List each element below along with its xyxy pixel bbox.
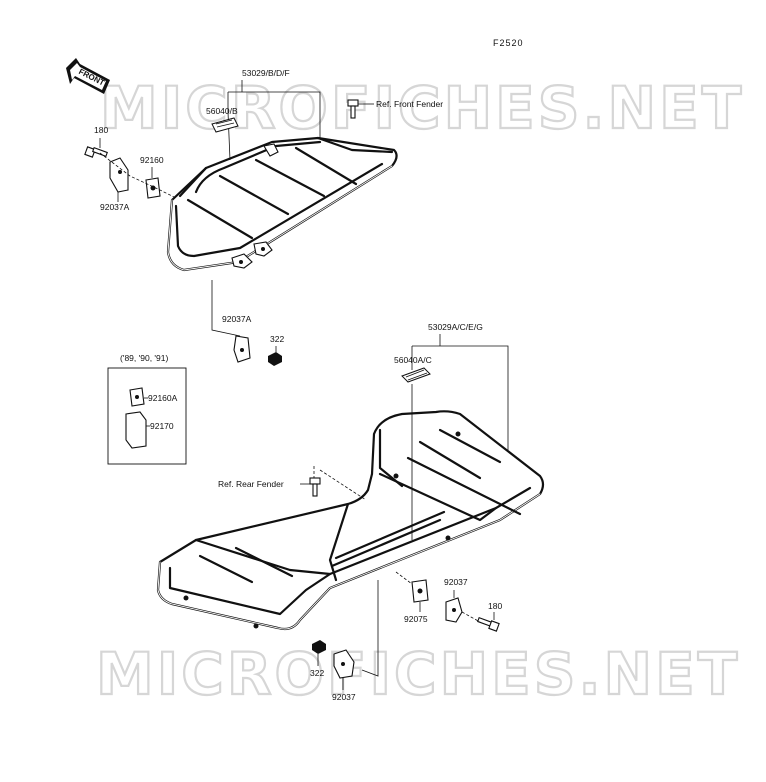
label-ref-rear-fender: Ref. Rear Fender	[218, 479, 284, 489]
label-ref-front-fender: Ref. Front Fender	[376, 99, 443, 109]
label-front-carrier: 53029/B/D/F	[242, 68, 290, 78]
label-rear-damper: 92075	[404, 614, 428, 624]
label-box-damper: 92160A	[148, 393, 178, 403]
label-front-damper: 92160	[140, 155, 164, 165]
front-bracket-bottom	[233, 335, 251, 363]
rear-pad	[401, 367, 431, 383]
label-front-bolt: 180	[94, 125, 108, 135]
label-rear-bracket-right: 92037	[444, 577, 468, 587]
rear-damper	[411, 579, 429, 603]
label-front-pad: 56040/B	[206, 106, 238, 116]
front-bolt-icon	[84, 146, 108, 158]
front-pad	[211, 117, 239, 133]
rear-carrier	[156, 410, 545, 631]
figure-code: F2520	[493, 38, 524, 48]
rear-fender-bolt-icon	[309, 477, 321, 497]
front-carrier	[166, 136, 398, 272]
label-front-bracket-left: 92037A	[100, 202, 130, 212]
label-rear-pad: 56040A/C	[394, 355, 432, 365]
watermark-bottom: MICROFICHES.NET	[96, 640, 740, 708]
label-rear-bolt: 180	[488, 601, 502, 611]
box-bracket	[125, 411, 147, 449]
label-front-bracket-bottom: 92037A	[222, 314, 252, 324]
label-rear-nut: 322	[310, 668, 324, 678]
label-box-bracket: 92170	[150, 421, 174, 431]
label-rear-bracket-bottom: 92037	[332, 692, 356, 702]
years-box-title: ('89, '90, '91)	[120, 353, 169, 363]
front-bracket-left	[109, 157, 129, 193]
front-damper	[145, 177, 161, 199]
front-fender-bolt-icon	[347, 99, 359, 119]
years-box	[107, 367, 187, 465]
front-nut-icon	[268, 352, 282, 366]
rear-bracket-bottom	[333, 649, 355, 679]
rear-bracket-right	[445, 597, 463, 623]
label-front-nut: 322	[270, 334, 284, 344]
box-damper	[129, 387, 145, 407]
watermark-top: MICROFICHES.NET	[100, 74, 744, 142]
rear-bolt-icon	[477, 617, 500, 632]
label-rear-carrier: 53029A/C/E/G	[428, 322, 483, 332]
rear-nut-icon	[312, 640, 326, 654]
